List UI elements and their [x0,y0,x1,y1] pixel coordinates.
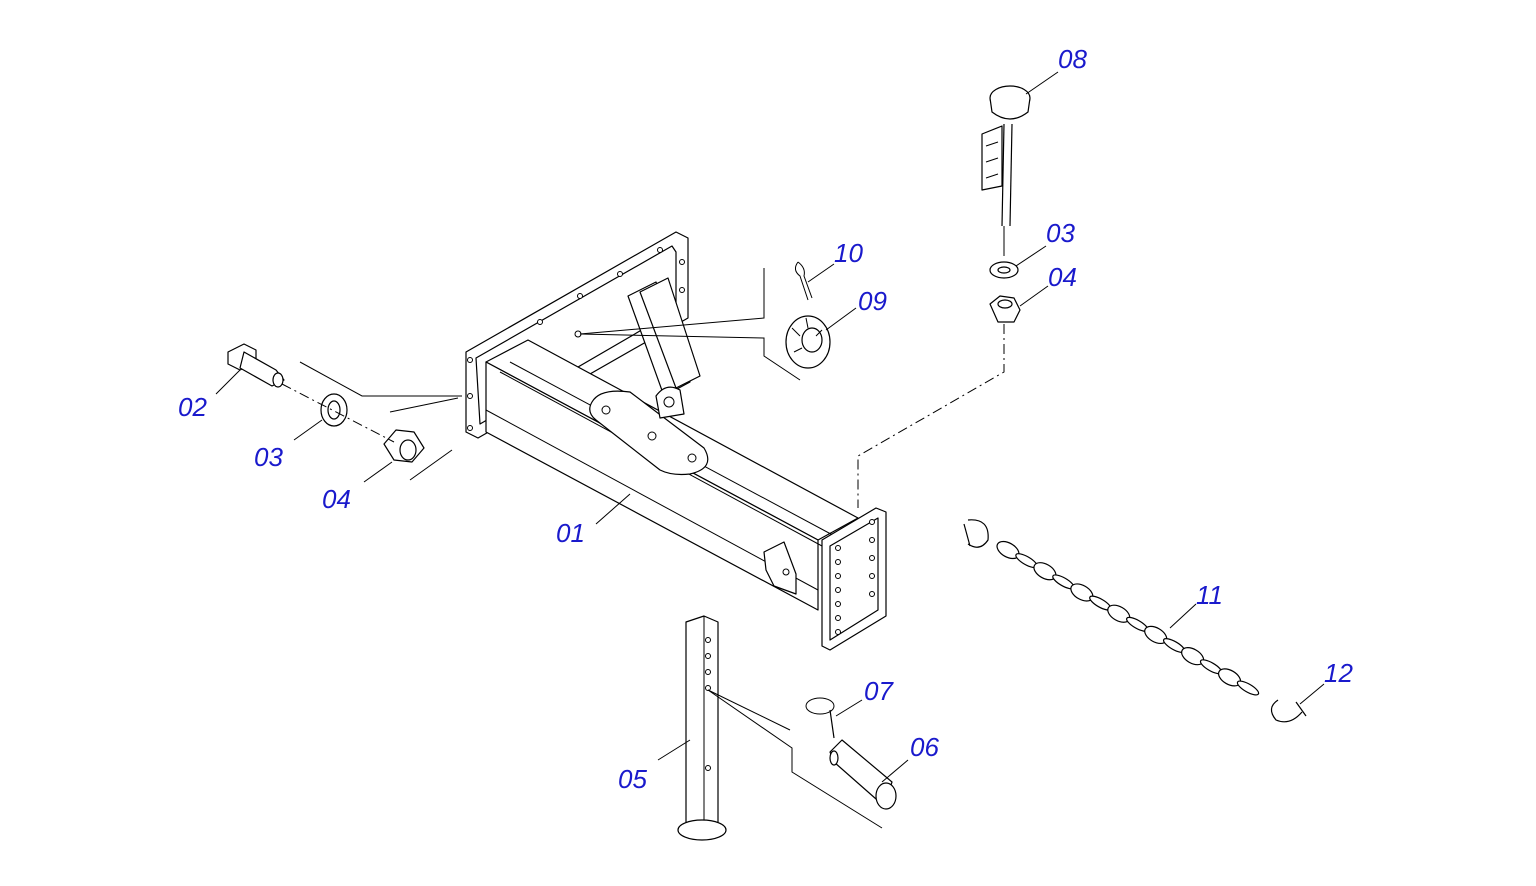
front-plate-holes [835,519,875,635]
callout-10: 10 [834,238,863,268]
lynch-pin [805,697,835,739]
cotter-pin [794,261,813,301]
chain-link [1236,680,1260,696]
washer-left [320,393,348,427]
pin [829,739,897,810]
handle-rod [981,85,1031,227]
callout-12: 12 [1324,658,1353,688]
chain [996,540,1260,696]
callout-06: 06 [910,732,939,762]
callout-leaders [215,71,1325,783]
washer-right [989,261,1019,279]
chain-hook [963,519,989,548]
callout-04-right: 04 [1048,262,1077,292]
callout-08: 08 [1058,44,1087,74]
callout-11: 11 [1196,580,1223,610]
assembly-lines [281,226,1005,829]
castle-nut [785,315,831,369]
rear-plate-holes [467,247,685,431]
shackle [1270,699,1307,723]
callout-03-left: 03 [254,442,283,472]
callout-02: 02 [178,392,207,422]
callout-01: 01 [556,518,585,548]
jack-stand [677,615,727,841]
bolt [227,343,285,388]
callout-04-left: 04 [322,484,351,514]
callout-09: 09 [858,286,887,316]
callout-03-right: 03 [1046,218,1075,248]
drawbar-frame [465,231,887,651]
callout-07: 07 [864,676,894,706]
callout-05: 05 [618,764,647,794]
nut-right [989,295,1021,323]
nut-left [383,429,425,463]
callout-labels: 01 02 03 04 05 06 07 08 03 04 09 10 11 1… [178,44,1353,794]
